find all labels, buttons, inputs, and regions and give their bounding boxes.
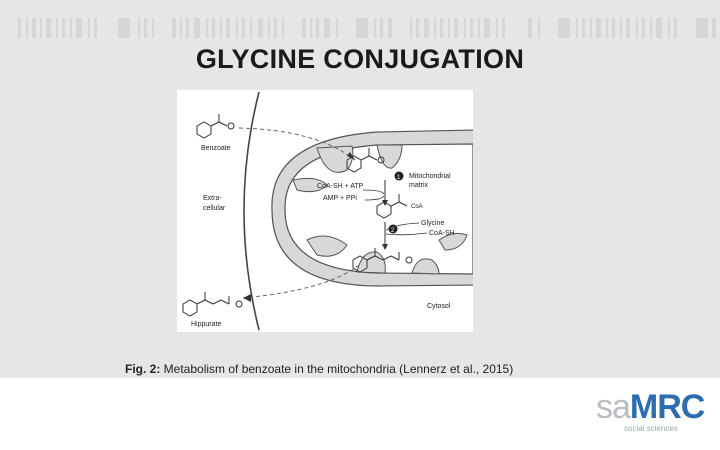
- mito-matrix-label-line2: matrix: [409, 182, 429, 189]
- benzoate-molecule: [196, 114, 235, 139]
- logo-wordmark: saMRC: [596, 388, 705, 426]
- hippurate-matrix-molecule: [352, 248, 413, 273]
- hippurate-molecule: [182, 292, 243, 317]
- metabolism-diagram: Benzoate Extra- cellular 1 Mitochondrial…: [182, 91, 478, 331]
- hippurate-label: Hippurate: [191, 321, 221, 328]
- mitochondrial-cristae: [292, 144, 468, 275]
- step1-marker: [394, 171, 404, 181]
- logo-tagline: social sciences: [624, 424, 678, 433]
- decorative-barcode-strip: [18, 18, 716, 38]
- hippurate-export-arrow: [242, 264, 360, 299]
- step1-number: 1: [397, 175, 401, 181]
- step2-number: 2: [391, 228, 395, 234]
- benzoate-matrix-molecule: [346, 148, 385, 173]
- cytosol-label: Cytosol: [427, 303, 451, 310]
- caption-colon: :: [156, 362, 161, 376]
- glycine-label: Glycine: [421, 220, 444, 227]
- caption-prefix: Fig. 2: [125, 362, 157, 376]
- slide-title: GLYCINE CONJUGATION: [195, 44, 525, 74]
- logo-sa: sa: [596, 388, 631, 426]
- slide-footer: [0, 378, 720, 450]
- mito-matrix-label-line1: Mitochondrial: [409, 173, 451, 180]
- caption-text: Metabolism of benzoate in the mitochondr…: [160, 362, 514, 376]
- glycine-conjugation-figure: Benzoate Extra- cellular 1 Mitochondrial…: [177, 90, 478, 332]
- logo-mrc: MRC: [629, 388, 705, 426]
- benzoate-label: Benzoate: [201, 145, 231, 152]
- amp-ppi-label: AMP + PPi: [323, 195, 357, 202]
- benzoyl-coa-molecule: [376, 194, 408, 219]
- benzoate-import-arrow: [238, 127, 356, 161]
- extracellular-label-line1: Extra-: [203, 195, 222, 202]
- figure-caption: Fig. 2: Metabolism of benzoate in the mi…: [125, 362, 513, 376]
- cell-membrane: [243, 91, 260, 331]
- extracellular-label-line2: cellular: [203, 205, 226, 212]
- coa-sh-atp-label: CoA-SH + ATP: [317, 183, 364, 190]
- samrc-logo: saMRC social sciences: [596, 388, 714, 436]
- coa-group-label: CoA: [411, 204, 423, 210]
- coa-sh-label: CoA-SH: [429, 230, 455, 237]
